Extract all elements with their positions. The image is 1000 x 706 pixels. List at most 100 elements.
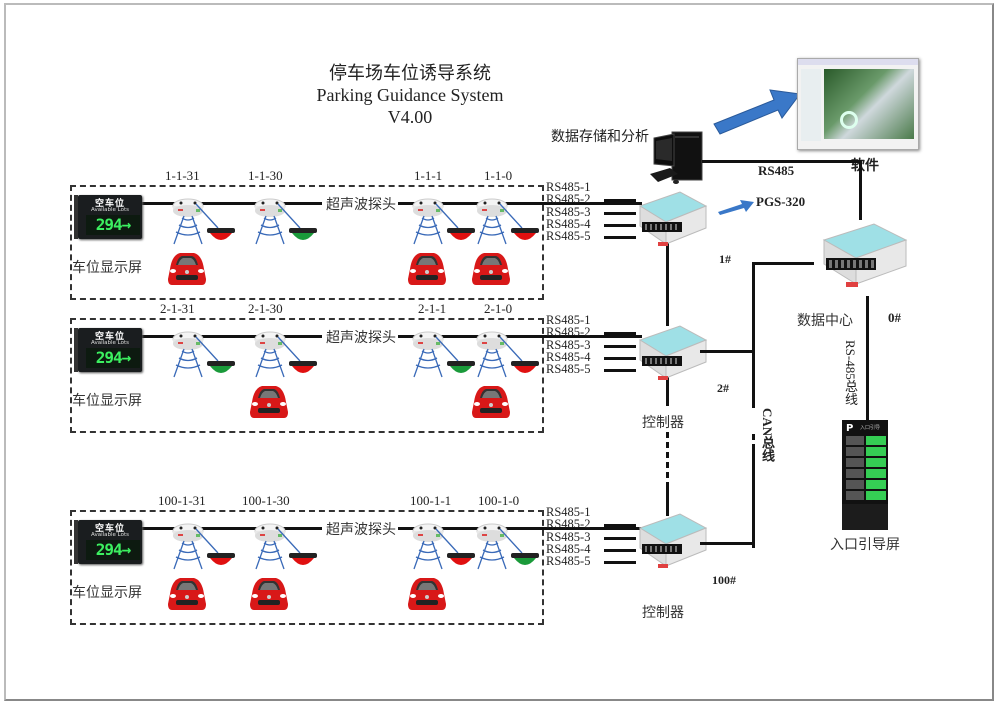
sensor-id-label: 100-1-1	[410, 493, 452, 508]
rs485-port-label: RS485-2	[546, 325, 591, 340]
occupied-indicator-light-icon	[289, 553, 317, 565]
display-subtitle: Available Lots	[91, 532, 129, 538]
rs485-port-label: RS485-5	[546, 229, 591, 244]
ultrasonic-sensor-icon	[412, 331, 444, 378]
indicator-wire	[499, 528, 523, 554]
controller-icon	[638, 191, 708, 246]
sensor-id-label: 1-1-0	[484, 168, 513, 183]
rs485-port-line	[604, 332, 636, 336]
rs485-port-line	[604, 344, 636, 348]
parking-zone	[70, 318, 544, 433]
display-mount	[74, 195, 78, 239]
title-en: Parking Guidance System	[316, 85, 504, 105]
ultrasonic-sensor-label: 超声波探头	[326, 523, 396, 538]
can-bus-dashed	[752, 434, 755, 450]
rs485-port-label: RS485-4	[546, 541, 591, 556]
can-bus-to-datacenter	[752, 262, 814, 265]
indicator-wire	[435, 203, 459, 229]
display-title: 空车位	[94, 524, 125, 534]
sensor-id-label: 100-1-31	[158, 493, 206, 508]
controller-icon	[638, 513, 708, 568]
display-title: 空车位	[94, 332, 125, 342]
controller-link-1-2	[666, 238, 669, 326]
occupied-indicator-light-icon	[207, 553, 235, 565]
sensor-bus-line	[140, 335, 322, 338]
display-count: 294→	[86, 215, 140, 235]
sensor-id-label: 2-1-0	[484, 301, 513, 316]
occupied-indicator-light-icon	[447, 553, 475, 565]
can-bus-label: CAN总线	[760, 408, 775, 463]
display-title: 空车位	[94, 199, 125, 209]
indicator-wire	[195, 203, 219, 229]
display-count: 294→	[86, 348, 140, 368]
rs485-port-label: RS485-2	[546, 517, 591, 532]
controller-label: 控制器	[642, 416, 684, 431]
rs485-port-label: RS485-4	[546, 349, 591, 364]
rs485-port-label: RS485-3	[546, 337, 591, 352]
rs485-bus-line	[866, 296, 869, 420]
pgs-label: PGS-320	[756, 194, 806, 209]
display-mount	[74, 328, 78, 372]
ultrasonic-sensor-icon	[172, 331, 204, 378]
car-icon	[250, 578, 288, 610]
ultrasonic-sensor-icon	[254, 331, 286, 378]
occupied-indicator-light-icon	[511, 361, 539, 373]
software-screenshot-icon	[797, 58, 919, 150]
car-icon	[408, 253, 446, 285]
rs485-port-line	[604, 223, 636, 227]
rs485-port-line	[604, 211, 636, 215]
vacant-indicator-light-icon	[447, 361, 475, 373]
rs485-port-line	[604, 536, 636, 540]
rs485-port-label: RS485-5	[546, 362, 591, 377]
controller-id: 2#	[717, 381, 729, 395]
diagram-title: 停车场车位诱导系统 Parking Guidance System V4.00	[300, 62, 520, 128]
server-label: 数据存储和分析	[551, 130, 649, 145]
rs485-port-label: RS485-1	[546, 505, 591, 519]
controller-id: 100#	[712, 573, 736, 587]
rs485-port-line	[604, 356, 636, 360]
sensor-id-label: 100-1-30	[242, 493, 290, 508]
ultrasonic-sensor-icon	[172, 198, 204, 245]
rs485-port-label: RS485-4	[546, 216, 591, 231]
display-count: 294→	[86, 540, 140, 560]
ultrasonic-sensor-icon	[172, 523, 204, 570]
sensor-id-label: 1-1-1	[414, 168, 443, 183]
display-label: 车位显示屏	[72, 586, 142, 601]
rs485-port-line	[604, 369, 636, 373]
sensor-bus-line	[398, 527, 642, 530]
controller-can-link	[700, 542, 755, 545]
can-bus-trunk-lower	[752, 450, 755, 548]
display-mount	[74, 520, 78, 564]
sensor-id-label: 2-1-31	[160, 301, 195, 316]
data-center-id: 0#	[888, 310, 901, 325]
data-center-label: 数据中心	[797, 314, 853, 329]
indicator-wire	[277, 203, 301, 229]
car-icon	[472, 386, 510, 418]
page-frame	[4, 3, 994, 701]
sensor-bus-line	[398, 335, 642, 338]
controller-link-2-down	[666, 370, 669, 406]
car-icon	[408, 578, 446, 610]
display-subtitle: Available Lots	[91, 207, 129, 213]
indicator-wire	[499, 203, 523, 229]
parking-display-screen: 空车位 Available Lots 294→	[74, 520, 142, 564]
title-version: V4.00	[387, 107, 433, 127]
parking-p-icon: P	[846, 423, 854, 434]
rs485-port-line	[604, 524, 636, 528]
rs485-port-line	[604, 199, 636, 203]
rs485-bus-label: RS-485总线	[843, 340, 858, 406]
rs485-port-label: RS485-3	[546, 204, 591, 219]
pgs-arrow-icon	[718, 200, 754, 215]
sensor-bus-line	[398, 202, 642, 205]
indicator-wire	[435, 528, 459, 554]
car-icon	[168, 253, 206, 285]
indicator-wire	[499, 336, 523, 362]
car-icon	[168, 578, 206, 610]
controller-link-dashed	[666, 432, 669, 482]
rs485-port-label: RS485-1	[546, 313, 591, 327]
controller-label: 控制器	[642, 606, 684, 621]
display-label: 车位显示屏	[72, 261, 142, 276]
controller-id: 1#	[719, 252, 731, 266]
rs485-port-line	[604, 561, 636, 565]
controller-can-link	[700, 350, 752, 353]
